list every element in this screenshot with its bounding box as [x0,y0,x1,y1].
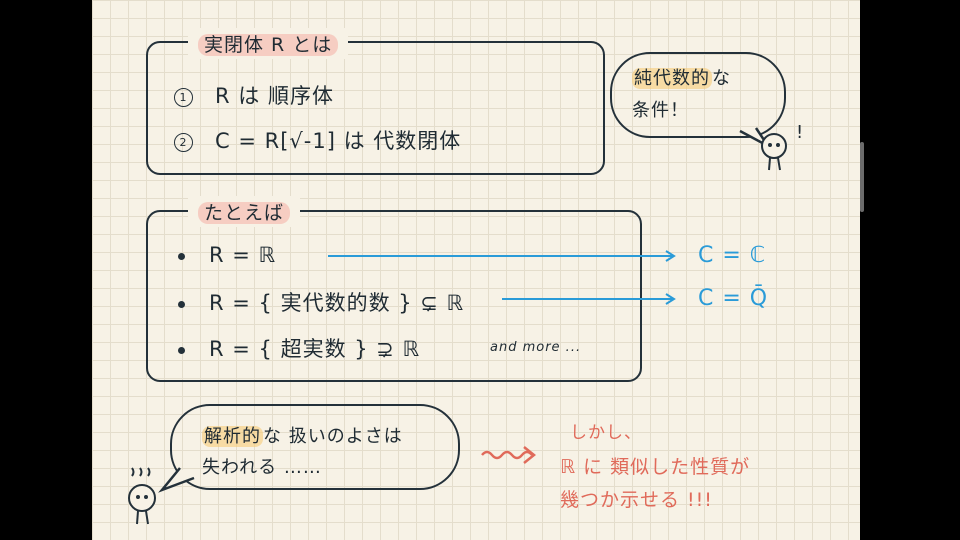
doodle-face-icon [128,467,156,525]
conclusion-line1: しかし、 [570,423,642,443]
example-row-2: R = { 実代数的数 } ⊊ ℝ [178,287,464,317]
wavy-arrow-icon [481,446,537,464]
examples-title-text: たとえば [198,202,291,224]
doodle-face-icon [761,133,787,171]
definition-item-1: 1 R は 順序体 [174,80,334,110]
drawings-layer [128,127,787,525]
definition-item-2: 2 C = R[√-1] は 代数閉体 [174,125,461,155]
bottom-speech-bubble [170,404,460,490]
bullet-icon [178,346,185,354]
bottom-bubble-line2: 失われる …… [202,457,322,478]
examples-box [146,210,642,382]
side-exclaim: ! [796,122,805,143]
bottom-bubble-line1-rest: な 扱いのよさは [263,426,403,447]
bottom-bubble-highlight: 解析的 [202,426,263,447]
example-row-3-left: R = { 超実数 } ⊋ ℝ [209,337,421,361]
example-row-1-left: R = ℝ [209,243,277,267]
definition-item-2-text: C = R[√-1] は 代数閉体 [215,129,462,153]
conclusion-line3: 幾つか示せる !!! [560,489,713,511]
and-more-note: and more ... [490,340,582,355]
example-row-2-left: R = { 実代数的数 } ⊊ ℝ [209,291,465,315]
example-row-3: R = { 超実数 } ⊋ ℝ [178,333,420,363]
example-row-1: R = ℝ [178,243,276,267]
arrow-right-icon [502,293,676,305]
definition-item-1-text: R は 順序体 [215,84,334,108]
note-page: 実閉体 R とは 1 R は 順序体 2 C = R[√-1] は 代数閉体 純代数… [92,0,860,540]
side-speech-bubble [610,52,786,138]
example-row-2-right: C = Q̄ [698,286,769,311]
side-bubble-line2: 条件！ [632,100,689,121]
bottom-bubble-line1: 解析的な 扱いのよさは [202,422,403,448]
examples-title: たとえば [188,196,301,227]
arrow-right-icon [328,250,676,262]
side-bubble-highlight: 純代数的 [632,68,712,89]
side-bubble-line1: 純代数的な [632,64,731,90]
bubble-tail [158,467,195,493]
bullet-icon [178,252,185,260]
definition-title: 実閉体 R とは [188,28,349,59]
circled-number-1: 1 [174,87,193,107]
definition-title-text: 実閉体 R とは [198,34,339,56]
definition-box [146,41,605,175]
vertical-scrollbar[interactable] [860,142,864,212]
bullet-icon [178,300,185,308]
circled-number-2: 2 [174,132,193,152]
example-row-1-right: C = ℂ [698,243,767,268]
side-bubble-line1-rest: な [712,68,731,89]
conclusion-line2: ℝ に 類似した性質が [560,456,751,478]
